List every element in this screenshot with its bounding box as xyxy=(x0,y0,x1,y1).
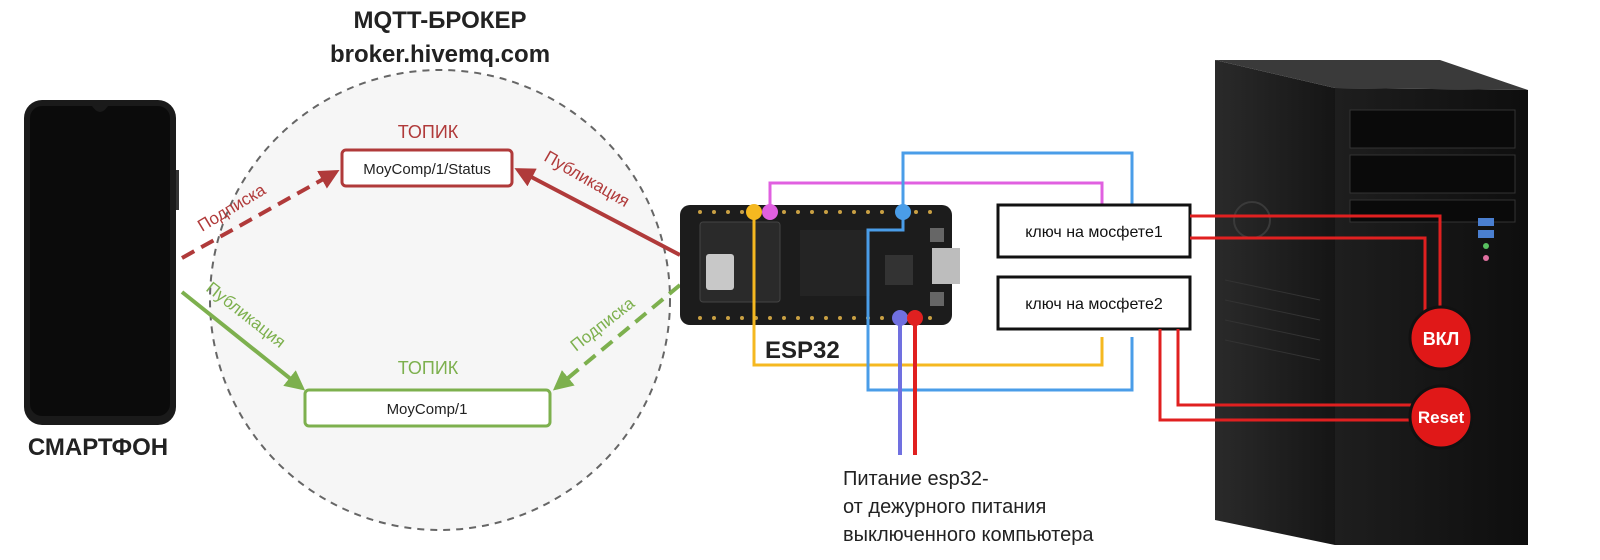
mosfet-key1-label: ключ на мосфете1 xyxy=(1025,224,1163,241)
broker-host: broker.hivemq.com xyxy=(330,41,550,68)
wire-pink xyxy=(768,181,1104,212)
mosfet-key1-box xyxy=(996,203,1192,259)
topic-status-caption: ТОПИК xyxy=(398,122,459,142)
mosfet-key2-label: ключ на мосфете2 xyxy=(1025,296,1163,313)
power-note-line1: Питание esp32- xyxy=(843,468,989,490)
broker-title: MQTT-БРОКЕР xyxy=(354,7,527,34)
esp32-label: ESP32 xyxy=(765,337,840,364)
esp-publish-arrow xyxy=(514,168,681,257)
wire-blue-1 xyxy=(901,151,1134,212)
wire-yellow xyxy=(752,212,1104,367)
reset-button-label: Reset xyxy=(1418,408,1465,427)
wire-power-1 xyxy=(1190,214,1442,312)
smartphone-label: СМАРТФОН xyxy=(28,434,168,461)
esp-subscribe-arrow xyxy=(552,283,682,391)
pc-tower-icon xyxy=(1215,60,1528,545)
esp32-board-icon xyxy=(680,205,960,325)
power-note-line3: выключенного компьютера xyxy=(843,524,1094,546)
wire-blue-2 xyxy=(866,212,1134,392)
smartphone-icon xyxy=(24,100,179,425)
reset-button xyxy=(1408,384,1474,450)
power-button xyxy=(1408,305,1474,371)
mosfet-key2-box xyxy=(996,275,1192,331)
topic-command-name: MoyComp/1 xyxy=(387,401,468,418)
phone-subscribe-arrow xyxy=(181,170,340,260)
wire-reset-1 xyxy=(1158,329,1412,422)
topic-status-name: MoyComp/1/Status xyxy=(363,161,491,178)
pin-yellow xyxy=(746,204,762,220)
wire-reset-2 xyxy=(1176,329,1412,407)
power-note-line2: от дежурного питания xyxy=(843,496,1046,518)
pin-violet xyxy=(892,310,908,326)
pin-blue xyxy=(895,204,911,220)
power-button-label: ВКЛ xyxy=(1423,329,1460,349)
wire-power-2 xyxy=(1190,236,1427,312)
phone-publish-arrow xyxy=(180,290,306,391)
topic-command-caption: ТОПИК xyxy=(398,358,459,378)
pin-red xyxy=(907,310,923,326)
topic-command-box xyxy=(303,388,552,428)
pin-pink xyxy=(762,204,778,220)
topic-status-box xyxy=(340,148,514,188)
